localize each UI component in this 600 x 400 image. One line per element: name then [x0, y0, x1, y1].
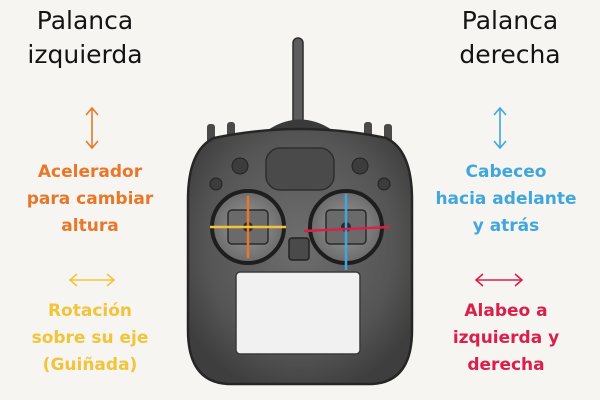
vertical-arrow-icon	[85, 106, 99, 150]
knob-right-small	[377, 177, 391, 191]
radio-controller-icon	[186, 37, 414, 386]
roll-label-line: Alabeo a	[464, 301, 548, 321]
yaw-label-line: sobre su eje	[31, 328, 149, 348]
right-stick-heading: Palanca derecha	[420, 4, 600, 72]
pitch-label: Cabeceo hacia adelante y atrás	[412, 159, 600, 240]
throttle-label-line: para cambiar	[26, 189, 154, 209]
pitch-label-line: y atrás	[472, 216, 540, 236]
pitch-label-line: hacia adelante	[435, 189, 577, 209]
roll-axis-icon	[303, 225, 391, 233]
stick-axes	[210, 194, 391, 270]
knob-right	[351, 157, 369, 175]
center-panel	[265, 147, 335, 191]
center-button	[288, 237, 310, 261]
knob-left	[231, 157, 249, 175]
knob-left-small	[209, 177, 223, 191]
left-stick-heading-line: Palanca	[36, 6, 134, 35]
antenna	[292, 37, 304, 127]
roll-label: Alabeo a izquierda y derecha	[412, 298, 600, 379]
left-stick-heading: Palanca izquierda	[0, 4, 170, 72]
throttle-label-line: altura	[61, 216, 119, 236]
side-arrows	[68, 106, 524, 287]
horizontal-arrow-icon	[68, 273, 116, 287]
roll-label-line: izquierda y	[452, 328, 560, 348]
pitch-label-line: Cabeceo	[465, 162, 547, 182]
throttle-label: Acelerador para cambiar altura	[0, 159, 180, 240]
left-stick-heading-line: izquierda	[27, 40, 143, 69]
yaw-label-line: Rotación	[47, 301, 133, 321]
throttle-label-line: Acelerador	[37, 162, 143, 182]
vertical-arrow-icon	[493, 106, 507, 150]
yaw-label-line: (Guiñada)	[42, 355, 138, 375]
label-panel	[235, 271, 361, 355]
right-stick-heading-line: Palanca	[461, 6, 559, 35]
right-stick-heading-line: derecha	[459, 40, 561, 69]
horizontal-arrow-icon	[474, 273, 524, 287]
yaw-label: Rotación sobre su eje (Guiñada)	[0, 298, 180, 379]
roll-label-line: derecha	[467, 355, 545, 375]
